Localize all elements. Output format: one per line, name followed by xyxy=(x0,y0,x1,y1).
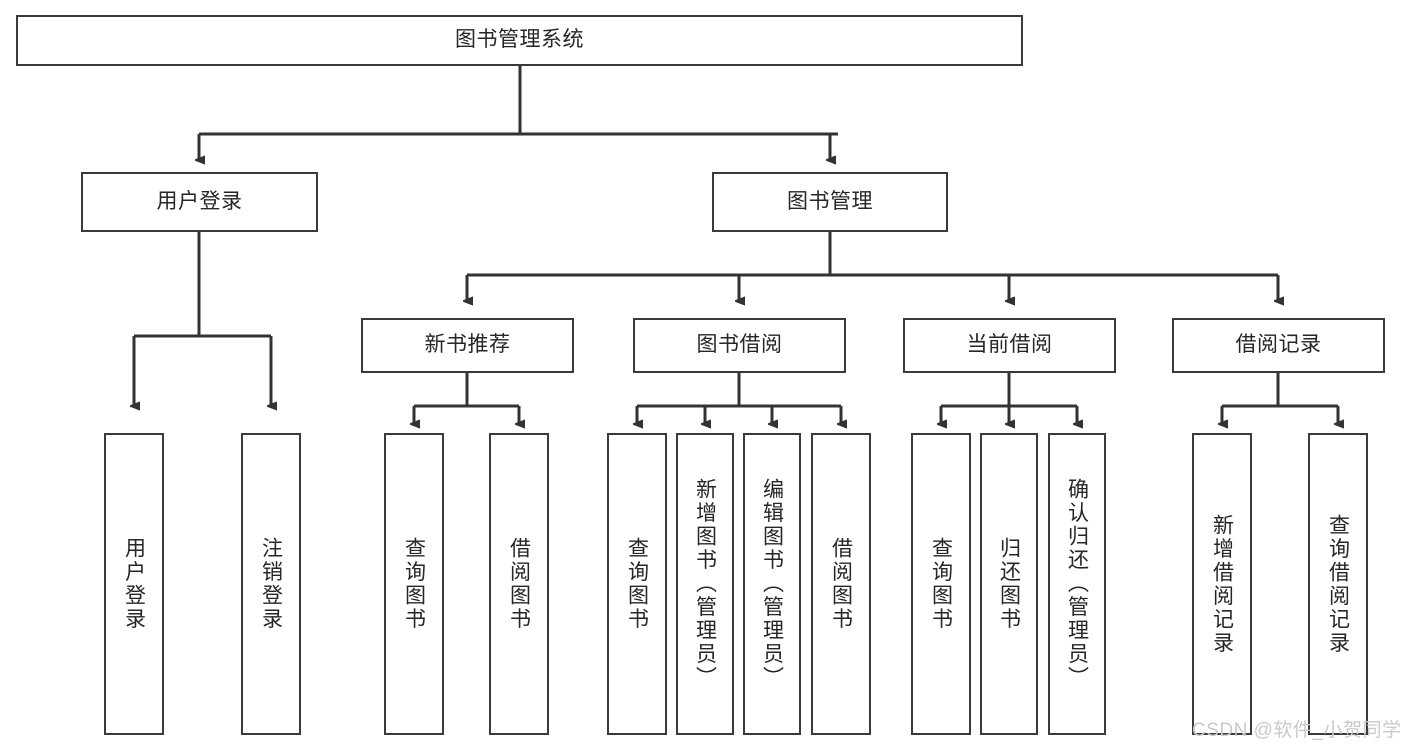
node-leaf-edit-book-admin[interactable]: 编辑图书（管理员） xyxy=(743,433,801,735)
node-label: 查询图书 xyxy=(929,537,953,631)
node-leaf-user-login[interactable]: 用户登录 xyxy=(104,433,164,735)
node-label: 查询图书 xyxy=(625,537,649,631)
node-label: 归还图书 xyxy=(997,537,1021,631)
node-leaf-query-borrow-record[interactable]: 查询借阅记录 xyxy=(1308,433,1368,735)
node-label: 新增图书（管理员） xyxy=(693,478,717,690)
node-leaf-add-book-admin[interactable]: 新增图书（管理员） xyxy=(676,433,734,735)
node-label: 借阅图书 xyxy=(829,537,853,631)
node-label: 确认归还（管理员） xyxy=(1065,478,1089,690)
node-new-book-recommend[interactable]: 新书推荐 xyxy=(361,318,574,373)
node-book-management[interactable]: 图书管理 xyxy=(712,172,948,232)
node-label: 新增借阅记录 xyxy=(1210,513,1234,655)
node-label: 借阅图书 xyxy=(507,537,531,631)
node-label: 图书管理 xyxy=(787,189,873,213)
node-label: 编辑图书（管理员） xyxy=(760,478,784,690)
node-label: 查询借阅记录 xyxy=(1326,513,1350,655)
node-label: 图书借阅 xyxy=(696,333,783,357)
node-label: 查询图书 xyxy=(402,537,426,631)
node-leaf-query-book-new[interactable]: 查询图书 xyxy=(384,433,444,735)
node-leaf-borrow-book-new[interactable]: 借阅图书 xyxy=(489,433,549,735)
node-label: 注销登录 xyxy=(259,537,283,631)
node-borrow-record[interactable]: 借阅记录 xyxy=(1172,318,1385,373)
node-label: 借阅记录 xyxy=(1235,333,1322,357)
node-label: 图书管理系统 xyxy=(455,28,584,52)
node-leaf-add-borrow-record[interactable]: 新增借阅记录 xyxy=(1192,433,1252,735)
node-leaf-query-book-current[interactable]: 查询图书 xyxy=(911,433,971,735)
node-user-login[interactable]: 用户登录 xyxy=(81,172,318,232)
node-book-borrow[interactable]: 图书借阅 xyxy=(633,318,846,373)
node-label: 用户登录 xyxy=(122,537,146,631)
node-label: 新书推荐 xyxy=(424,333,511,357)
node-leaf-borrow-book[interactable]: 借阅图书 xyxy=(811,433,871,735)
node-current-borrow[interactable]: 当前借阅 xyxy=(903,318,1116,373)
node-root-book-management-system[interactable]: 图书管理系统 xyxy=(16,15,1023,66)
node-label: 用户登录 xyxy=(156,189,243,213)
node-leaf-return-book[interactable]: 归还图书 xyxy=(980,433,1038,735)
node-leaf-query-book-borrow[interactable]: 查询图书 xyxy=(607,433,667,735)
node-leaf-logout[interactable]: 注销登录 xyxy=(241,433,301,735)
node-leaf-confirm-return-admin[interactable]: 确认归还（管理员） xyxy=(1048,433,1106,735)
node-label: 当前借阅 xyxy=(966,333,1053,357)
